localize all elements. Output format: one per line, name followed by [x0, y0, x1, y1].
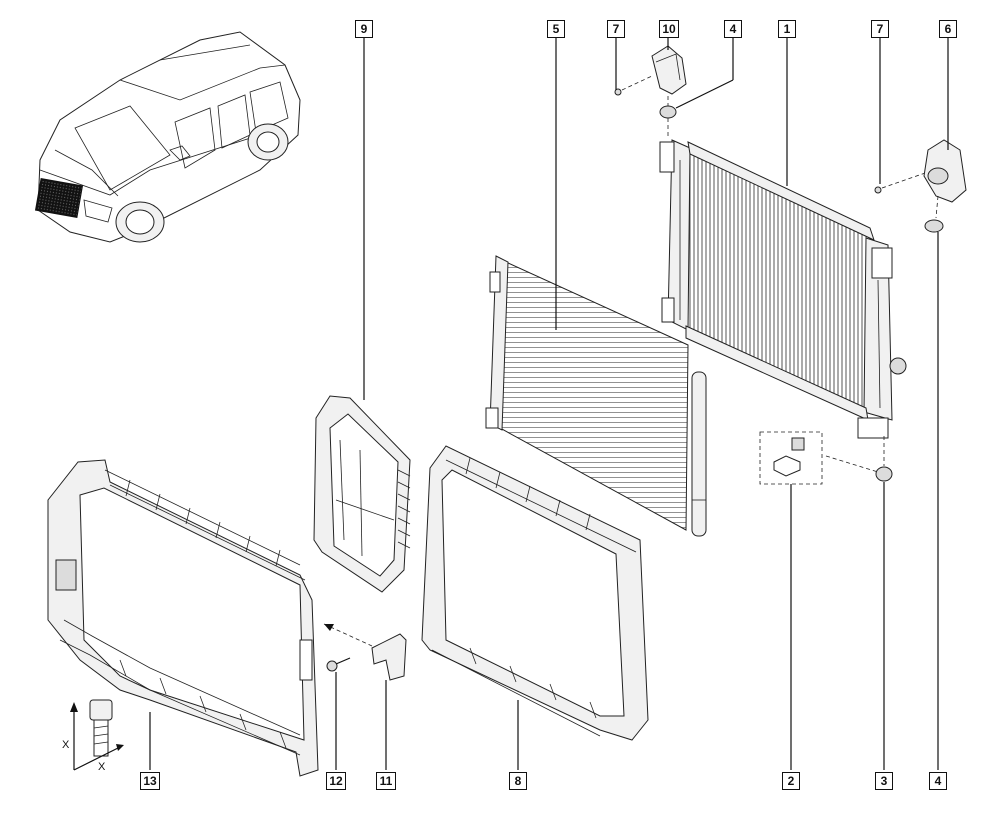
arrow-icon: [324, 624, 334, 631]
leader-dash-11: [323, 623, 373, 647]
vehicle-illustration: [34, 31, 301, 243]
callout-6: 6: [939, 20, 957, 38]
fastener-kit-part-2: [759, 431, 823, 485]
grommet-part-3: [875, 436, 893, 482]
leader-lines: [149, 38, 949, 770]
callout-4-bottom: 4: [929, 772, 947, 790]
callout-4-top: 4: [724, 20, 742, 38]
torque-x-vertical: X: [62, 739, 70, 751]
callout-12: 12: [326, 772, 346, 790]
callout-1: 1: [778, 20, 796, 38]
bracket-part-10: [651, 45, 687, 95]
screw-part-7-right: [874, 171, 929, 194]
leader-dash-2: [825, 455, 879, 473]
frame-ribs: [119, 479, 287, 749]
torque-bolt-icon: X X: [62, 699, 124, 773]
bracket-part-6: [923, 139, 967, 219]
air-duct-part-9: [313, 395, 411, 593]
grommet-part-4-top: [659, 96, 677, 136]
callout-7-right: 7: [871, 20, 889, 38]
screw-part-7-left: [614, 75, 653, 96]
shroud-ribs: [465, 457, 597, 719]
front-frame-part-13: [47, 459, 319, 777]
callout-11: 11: [376, 772, 396, 790]
callout-7-left: 7: [607, 20, 625, 38]
torque-x-horizontal: X: [98, 761, 106, 773]
callout-5: 5: [547, 20, 565, 38]
callout-9: 9: [355, 20, 373, 38]
duct-louvers: [397, 469, 411, 549]
callout-8: 8: [509, 772, 527, 790]
bolt-part-12: [326, 657, 351, 672]
callout-2: 2: [782, 772, 800, 790]
front-grille: [34, 178, 84, 218]
callout-3: 3: [875, 772, 893, 790]
shroud-frame-part-8: [421, 445, 649, 741]
callout-13: 13: [140, 772, 160, 790]
bracket-part-11: [371, 633, 407, 681]
condenser-part-5: [485, 255, 707, 537]
radiator-part-1: [659, 139, 907, 439]
callout-10: 10: [659, 20, 679, 38]
grommet-part-4-right: [924, 219, 944, 233]
